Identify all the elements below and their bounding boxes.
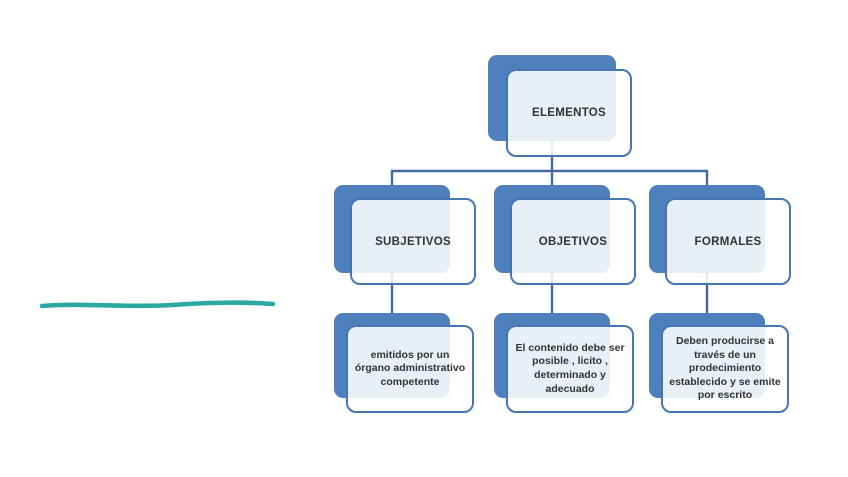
- detail-node-text: Deben producirse a través de un prodecim…: [669, 334, 781, 402]
- teal-underline-stroke: [39, 300, 276, 309]
- root-node-box: ELEMENTOS: [506, 69, 632, 157]
- branch-node-box: OBJETIVOS: [510, 198, 636, 285]
- branch-node-formales: FORMALES: [649, 185, 793, 287]
- detail-node-objetivos: El contenido debe ser posible , licito ,…: [494, 313, 636, 415]
- detail-node-formales: Deben producirse a través de un prodecim…: [649, 313, 791, 415]
- detail-node-box: emitidos por un órgano administrativo co…: [346, 325, 474, 413]
- branch-node-label: FORMALES: [694, 235, 762, 248]
- detail-node-text: El contenido debe ser posible , licito ,…: [515, 341, 625, 395]
- branch-node-label: OBJETIVOS: [538, 235, 608, 248]
- detail-node-box: El contenido debe ser posible , licito ,…: [506, 325, 634, 413]
- root-node-label: ELEMENTOS: [531, 107, 607, 119]
- root-node: ELEMENTOS: [488, 55, 634, 159]
- branch-node-label: SUBJETIVOS: [375, 235, 451, 248]
- branch-node-box: SUBJETIVOS: [350, 198, 476, 285]
- branch-node-box: FORMALES: [665, 198, 791, 285]
- branch-node-objetivos: OBJETIVOS: [494, 185, 638, 287]
- detail-node-subjetivos: emitidos por un órgano administrativo co…: [334, 313, 476, 415]
- detail-node-text: emitidos por un órgano administrativo co…: [354, 348, 466, 388]
- branch-node-subjetivos: SUBJETIVOS: [334, 185, 478, 287]
- detail-node-box: Deben producirse a través de un prodecim…: [661, 325, 789, 413]
